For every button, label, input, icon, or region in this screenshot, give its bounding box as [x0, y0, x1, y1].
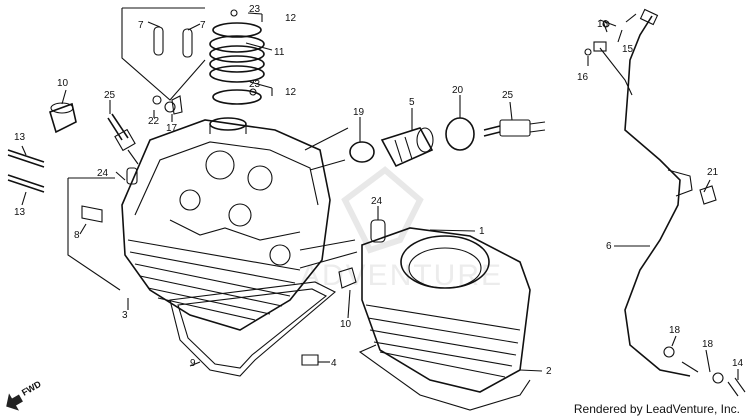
leader-lines	[21, 12, 739, 380]
forward-label: FWD	[20, 379, 43, 398]
callout-12a: 12	[285, 13, 297, 24]
callout-6: 6	[606, 241, 612, 252]
cylinder-head[interactable]	[121, 117, 331, 331]
callout-9: 9	[190, 358, 196, 369]
callout-24a: 24	[97, 168, 109, 179]
o-ring-19[interactable]	[349, 141, 375, 163]
callout-14: 14	[732, 358, 744, 369]
callout-3: 3	[122, 310, 128, 321]
bolt-24-left[interactable]	[126, 167, 138, 185]
spark-plug-right[interactable]	[483, 119, 546, 137]
callout-15: 15	[622, 44, 634, 55]
bracket-lines	[67, 7, 358, 291]
forward-arrow: FWD	[6, 379, 43, 411]
small-fittings[interactable]	[152, 95, 183, 115]
callout-19: 19	[353, 107, 365, 118]
callout-10b: 10	[340, 319, 352, 330]
callout-18b: 18	[702, 339, 714, 350]
credit-text: Rendered by LeadVenture, Inc.	[573, 402, 740, 416]
callout-23a: 23	[249, 4, 261, 15]
breather-tube[interactable]	[584, 8, 746, 397]
callout-7b: 7	[200, 20, 206, 31]
callout-24b: 24	[371, 196, 383, 207]
callout-11: 11	[274, 47, 285, 58]
callout-13a: 13	[14, 132, 26, 143]
callout-21: 21	[707, 167, 719, 178]
cylinder-block[interactable]	[358, 227, 531, 411]
callout-10a: 10	[57, 78, 69, 89]
callout-18a: 18	[669, 325, 681, 336]
dowel-pins[interactable]	[153, 26, 193, 58]
callout-7a: 7	[138, 20, 144, 31]
callout-13b: 13	[14, 207, 26, 218]
cap-left[interactable]	[49, 102, 77, 134]
callout-20: 20	[452, 85, 464, 96]
callout-16b: 16	[577, 72, 589, 83]
seal-4[interactable]	[301, 354, 319, 366]
o-ring-20[interactable]	[445, 117, 475, 151]
callout-17: 17	[166, 123, 178, 134]
callout-1: 1	[479, 226, 485, 237]
callouts: 1 2 3 4 5 6 7 7 8 9 10 10 11 12 12 13 13…	[14, 4, 744, 377]
callout-2: 2	[546, 366, 552, 377]
callout-4: 4	[331, 358, 337, 369]
callout-8: 8	[74, 230, 80, 241]
callout-16a: 16	[597, 19, 609, 30]
oil-filler-5[interactable]	[380, 127, 434, 168]
head-gasket[interactable]	[169, 281, 336, 377]
callout-12b: 12	[285, 87, 297, 98]
sleeve-8[interactable]	[81, 205, 103, 223]
studs[interactable]	[7, 149, 45, 193]
cap-10-mid[interactable]	[338, 267, 357, 289]
spark-plug-left[interactable]	[107, 113, 139, 165]
ring-set[interactable]	[209, 9, 265, 105]
callout-22: 22	[148, 116, 160, 127]
callout-25b: 25	[502, 90, 514, 101]
callout-5: 5	[409, 97, 415, 108]
callout-23b: 23	[249, 79, 261, 90]
callout-25a: 25	[104, 90, 116, 101]
